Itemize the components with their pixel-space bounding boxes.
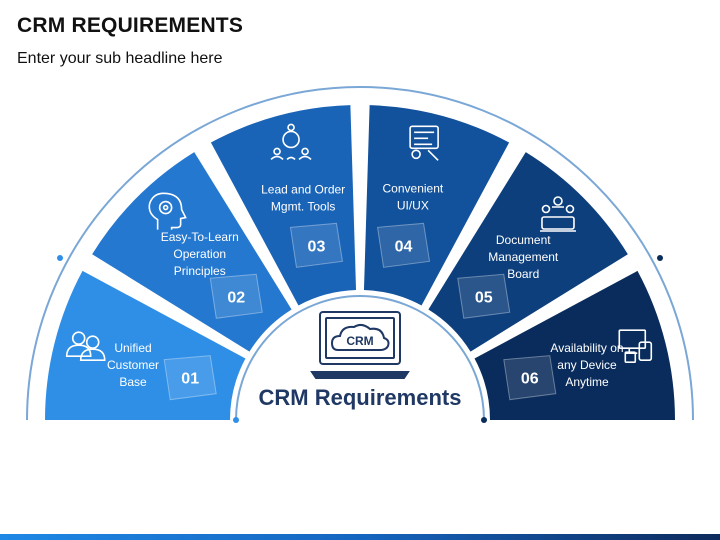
arc-dot — [657, 255, 663, 261]
segment-01 — [45, 270, 246, 420]
segment-label-line: UI/UX — [397, 199, 429, 213]
head-gear-icon — [148, 192, 187, 230]
bottom-accent-bar — [0, 534, 720, 540]
segment-label-line: Management — [488, 250, 559, 264]
segment-label-line: Base — [119, 375, 147, 389]
number-badge — [376, 222, 431, 268]
number-badge — [289, 222, 344, 268]
segment-label-line: Anytime — [565, 375, 609, 389]
segment-label-line: Mgmt. Tools — [271, 199, 335, 213]
segment-label-line: Document — [496, 233, 551, 247]
segment-label-line: Easy-To-Learn — [161, 230, 239, 244]
segment-number: 03 — [308, 238, 326, 255]
segment-label-line: Operation — [173, 247, 226, 261]
segment-label-line: Lead and Order — [261, 182, 345, 196]
number-badge — [163, 355, 217, 401]
segment-number: 01 — [181, 371, 199, 388]
segment-04 — [363, 105, 510, 306]
segment-label-line: Availability on — [550, 341, 623, 355]
segment-03 — [210, 105, 357, 306]
team-network-icon — [270, 123, 312, 161]
segment-05 — [428, 152, 628, 352]
meeting-icon — [539, 196, 576, 232]
segment-label-line: Customer — [107, 358, 159, 372]
arc-dot — [57, 255, 63, 261]
segment-label-line: Unified — [114, 341, 151, 355]
segment-label-line: Principles — [174, 264, 226, 278]
segment-label-line: Board — [507, 267, 539, 281]
segment-06 — [474, 270, 675, 420]
segment-number: 06 — [521, 371, 539, 388]
page-title: CRM REQUIREMENTS — [17, 14, 244, 37]
page-subtitle: Enter your sub headline here — [17, 50, 223, 67]
segment-02 — [92, 152, 292, 352]
crm-icon-text: CRM — [346, 334, 373, 348]
segment-label-line: Convenient — [383, 182, 444, 196]
arc-dot — [233, 417, 239, 423]
number-badge — [503, 355, 557, 401]
segment-number: 02 — [227, 289, 245, 306]
inner-arc — [235, 295, 485, 421]
number-badge — [457, 273, 511, 319]
segment-label-line: any Device — [557, 358, 617, 372]
crm-laptop-icon — [310, 311, 410, 379]
users-icon — [65, 331, 106, 362]
center-title: CRM Requirements — [259, 385, 462, 410]
arc-dot — [481, 417, 487, 423]
segment-number: 04 — [395, 238, 413, 255]
outer-arc — [26, 86, 694, 421]
number-badge — [209, 273, 263, 319]
devices-icon — [618, 329, 653, 364]
interface-icon — [409, 125, 439, 161]
segment-number: 05 — [475, 289, 493, 306]
